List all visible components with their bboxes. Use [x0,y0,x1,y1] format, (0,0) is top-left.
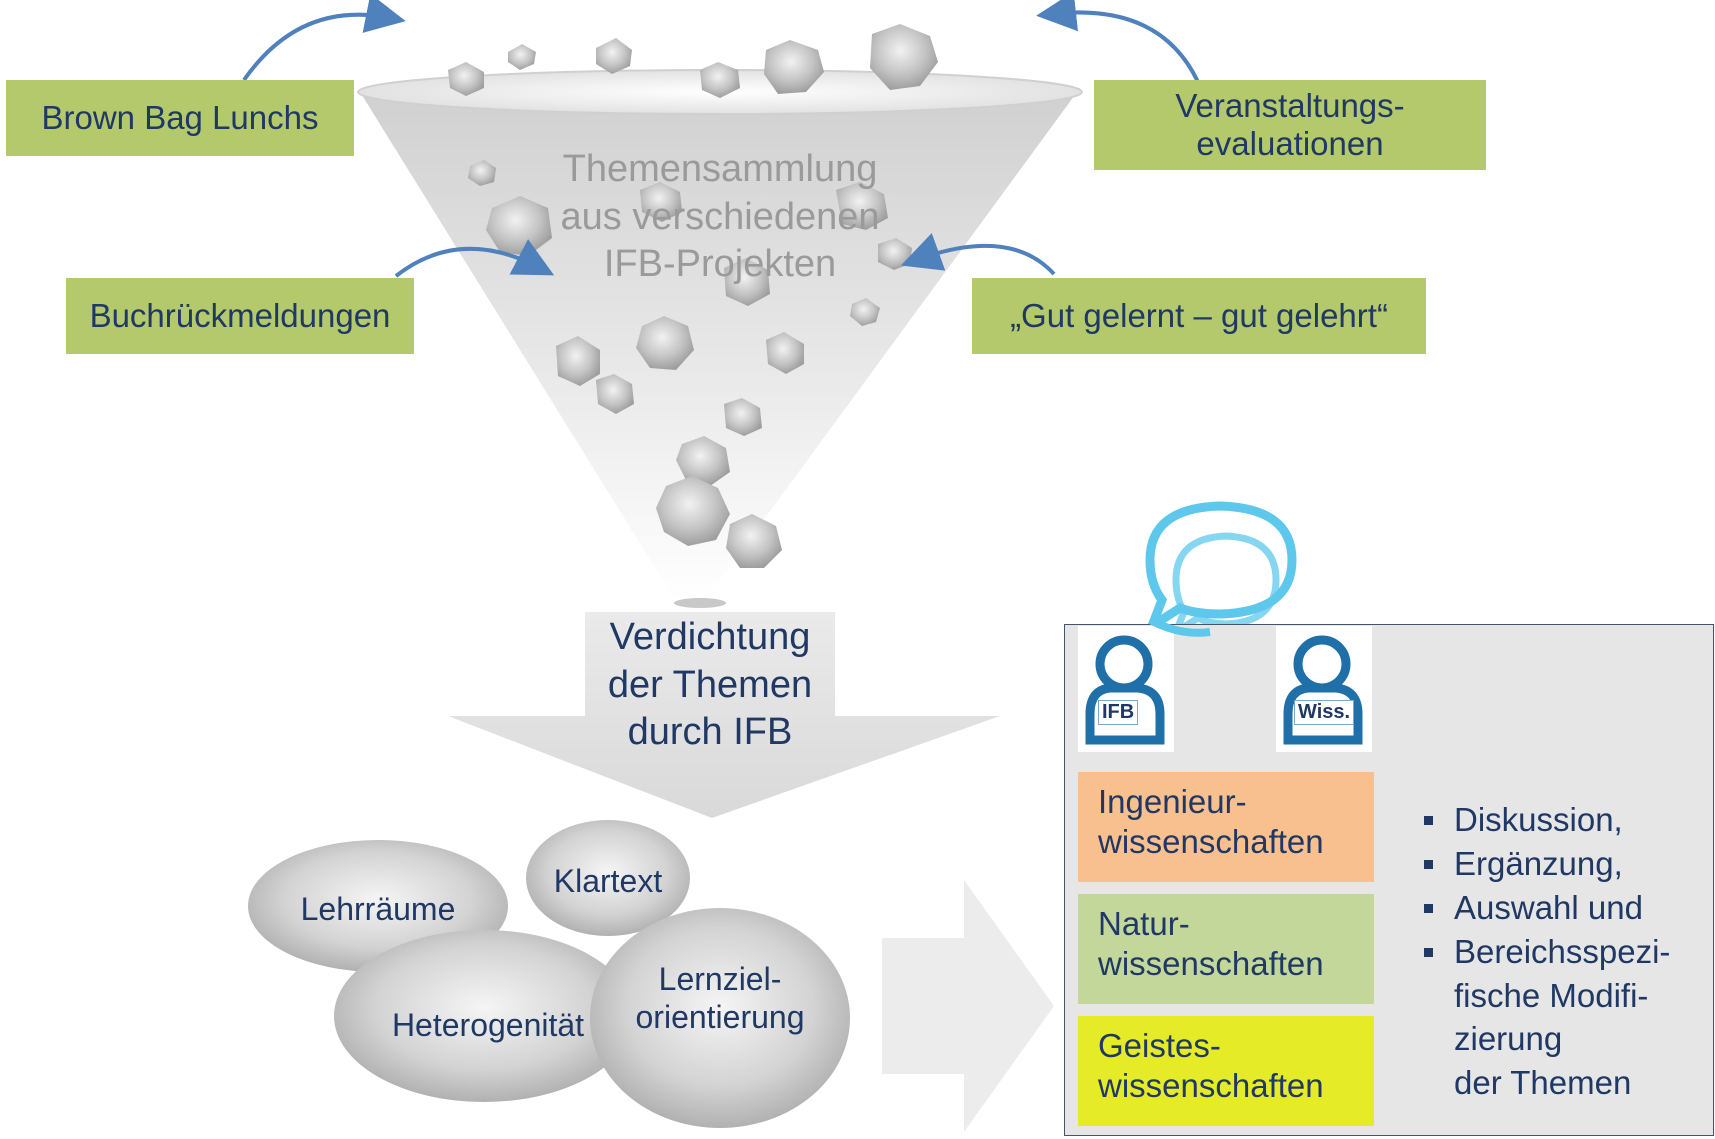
arrow-veranstaltung [1036,0,1200,83]
condense-line1: Verdichtung [609,616,811,658]
pebble [448,62,484,96]
pebble [766,332,804,374]
list-item-continued: fische Modifi- [1422,974,1712,1018]
source-veranstaltungsevaluationen: Veranstaltungs- evaluationen [1094,80,1486,170]
pebble [700,62,740,98]
source-buchrueck-label: Buchrückmeldungen [89,297,391,335]
discipline-ingenieur-line2: wissenschaften [1098,822,1324,860]
discipline-geistes: Geistes- wissenschaften [1078,1016,1374,1126]
source-brown-bag-label: Brown Bag Lunchs [41,99,319,137]
funnel-label: Themensammlung aus verschiedenen IFB-Pro… [504,146,936,289]
source-veranstaltung-line2: evaluationen [1196,125,1384,162]
condense-arrow [448,612,1000,818]
pebble [508,44,536,70]
funnel-label-line3: IFB-Projekten [603,243,837,285]
right-arrow [882,880,1054,1132]
action-text: zierung [1454,1020,1563,1058]
topic-lehrraeume: Lehrräume [300,891,456,927]
pebble [724,398,762,436]
source-arrows [242,0,1200,278]
source-veranstaltung-line1: Veranstaltungs- [1175,87,1405,125]
pebble [726,514,782,568]
list-item: Auswahl und [1422,886,1712,930]
bullet-icon [1422,886,1454,930]
action-text: fische Modifi- [1454,976,1649,1014]
arrow-buchrueck [394,239,555,278]
bullet-icon [1422,798,1454,842]
discipline-natur-line2: wissenschaften [1098,944,1324,982]
list-item-continued: zierung [1422,1017,1712,1061]
discipline-ingenieur: Ingenieur- wissenschaften [1078,772,1374,882]
pebble [596,38,632,74]
funnel-label-line2: aus verschiedenen [560,195,880,238]
funnel-label-line1: Themensammlung [562,148,878,190]
action-text: Diskussion, [1454,801,1623,838]
topic-klartext: Klartext [553,863,663,899]
list-item: Bereichsspezi- [1422,930,1712,974]
pebble [596,374,634,414]
list-item-continued: der Themen [1422,1061,1712,1105]
person-tag-wiss: Wiss. [1294,700,1355,725]
condense-line3: durch IFB [627,711,793,753]
pebble [468,160,496,186]
blob-klartext [526,820,690,936]
arrow-brown-bag [242,0,406,82]
discipline-geistes-line2: wissenschaften [1098,1066,1324,1104]
pebble [640,182,682,222]
arrow-gut-gelernt [900,233,1056,276]
action-list: Diskussion, Ergänzung, Auswahl und Berei… [1422,798,1712,1105]
pebble [870,24,938,90]
bullet-icon [1422,930,1454,974]
action-text: Ergänzung, [1454,844,1623,882]
pebble [836,182,888,230]
person-tag-ifb: IFB [1098,700,1139,725]
pebble [764,40,824,94]
condense-label: Verdichtung der Themen durch IFB [560,614,860,757]
action-text: der Themen [1454,1064,1632,1102]
discipline-natur-line1: Natur- [1098,905,1190,942]
pebble [676,436,730,486]
list-item: Diskussion, [1422,798,1712,842]
bullet-icon [1422,842,1454,886]
source-buchrueckmeldungen: Buchrückmeldungen [66,278,414,354]
topic-lernziel-line1: Lernziel- [658,961,782,997]
pebble [724,258,770,306]
topic-lernziel: Lernziel- orientierung [612,960,828,1037]
source-gut-gelernt: „Gut gelernt – gut gelehrt“ [972,278,1426,354]
topic-blobs [248,820,850,1128]
blob-heterogenitaet [334,930,634,1102]
speech-bubbles-icon [1142,501,1297,641]
discipline-ingenieur-line1: Ingenieur- [1098,783,1247,820]
pebble [636,316,694,370]
discipline-natur: Natur- wissenschaften [1078,894,1374,1004]
topic-lernziel-line2: orientierung [635,999,805,1036]
topic-heterogenitaet: Heterogenität [391,1007,585,1043]
action-text: Bereichsspezi- [1454,932,1671,970]
source-gut-gelernt-label: „Gut gelernt – gut gelehrt“ [1010,297,1388,335]
source-brown-bag: Brown Bag Lunchs [6,80,354,156]
funnel-pebbles [448,24,938,568]
pebble [556,336,600,386]
pebble [656,476,730,546]
action-text: Auswahl und [1454,888,1643,926]
condense-line2: der Themen [607,663,813,706]
list-item: Ergänzung, [1422,842,1712,886]
pebble [850,298,880,326]
blob-lernziel [590,908,850,1128]
discipline-geistes-line1: Geistes- [1098,1027,1221,1064]
